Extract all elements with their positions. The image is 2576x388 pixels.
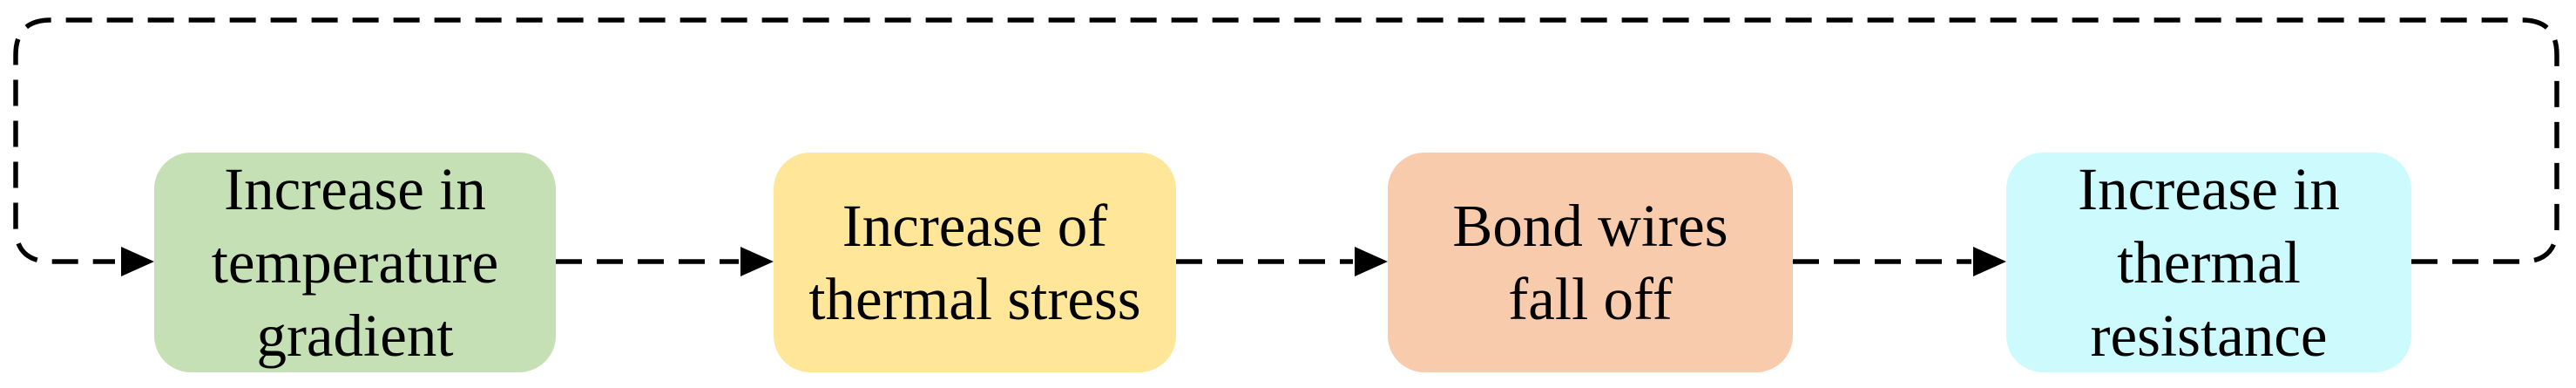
- arrowhead-icon-3: [1973, 247, 2006, 276]
- arrowhead-icon-2: [1355, 247, 1388, 276]
- arrowhead-icon-1: [740, 247, 774, 276]
- node-thermal-resistance: Increase in thermal resistance: [2006, 153, 2411, 372]
- node-label: Bond wires fall off: [1452, 193, 1728, 332]
- node-thermal-stress: Increase of thermal stress: [774, 153, 1176, 372]
- node-label: Increase in temperature gradient: [211, 156, 499, 369]
- feedback-arrowhead-icon: [121, 247, 154, 276]
- connector-group: [13, 17, 2559, 264]
- arrowhead-group: [121, 247, 2006, 276]
- node-bond-wires: Bond wires fall off: [1388, 153, 1793, 372]
- feedback-loop-path: [13, 17, 2559, 264]
- node-temperature-gradient: Increase in temperature gradient: [154, 153, 556, 372]
- node-label: Increase in thermal resistance: [2078, 156, 2340, 369]
- node-label: Increase of thermal stress: [808, 193, 1141, 332]
